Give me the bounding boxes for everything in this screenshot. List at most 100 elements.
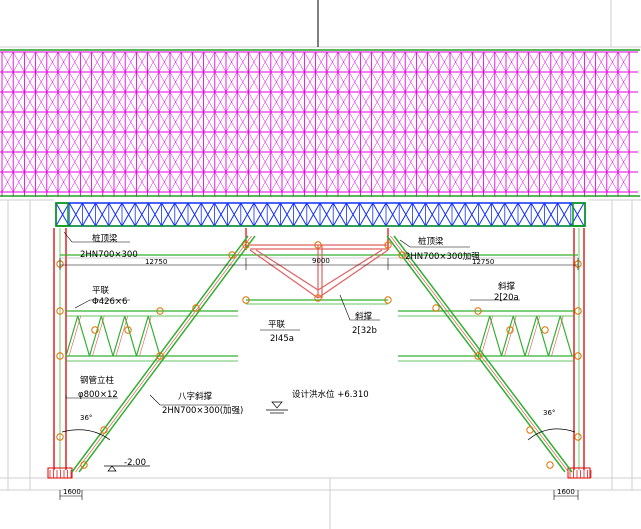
scaffold-diagonal: [236, 111, 249, 133]
scaffold-diagonal: [281, 91, 294, 113]
leader-lines: [63, 231, 520, 406]
truss-diagonal: [359, 202, 374, 227]
scaffold-diagonal: [561, 111, 574, 133]
joint-node: [156, 307, 164, 315]
scaffold-diagonal: [68, 151, 81, 173]
scaffold-diagonal: [57, 131, 70, 153]
flat-brace-lattice-edge: [527, 315, 541, 357]
flat-brace-lattice: [147, 315, 161, 357]
scaffold-diagonal: [248, 151, 260, 173]
scaffold-diagonal: [35, 111, 48, 133]
scaffold-diagonal: [225, 91, 238, 113]
scaffold-diagonal: [539, 71, 552, 93]
scaffold-diagonal: [12, 151, 25, 173]
scaffold-diagonal: [404, 111, 417, 133]
scaffold-diagonal: [483, 111, 496, 133]
scaffold-diagonal: [371, 131, 384, 153]
scaffold-diagonal: [24, 91, 36, 113]
scaffold-diagonal: [24, 171, 36, 193]
flat-brace-lattice-edge: [115, 315, 129, 357]
scaffold-diagonal: [416, 171, 428, 193]
joint-node: [398, 251, 406, 259]
scaffold-diagonal: [617, 131, 630, 153]
scaffold-diagonal: [136, 91, 148, 113]
scaffold-diagonal: [158, 171, 171, 193]
scaffold-diagonal: [180, 91, 193, 113]
truss-diagonal: [477, 202, 493, 227]
scaffold-diagonal: [438, 51, 451, 73]
joint-node: [228, 251, 236, 259]
scaffold-diagonal: [382, 131, 395, 153]
scaffold-diagonal: [472, 71, 484, 93]
scaffold-diagonal: [584, 151, 596, 173]
scaffold-diagonal: [337, 131, 350, 153]
scaffold-diagonal: [584, 91, 596, 113]
scaffold-diagonal: [371, 171, 384, 193]
scaffold-diagonal: [550, 131, 563, 153]
pile-cap-beam-right-title: 桩顶梁: [418, 236, 444, 247]
scaffold-diagonal: [337, 171, 350, 193]
scaffold-diagonal: [35, 71, 48, 93]
scaffold-diagonal: [505, 51, 518, 73]
scaffold-diagonal: [438, 111, 451, 133]
joint-node: [384, 296, 392, 304]
pile-cap-beam-left-spec: 2HN700×300: [80, 250, 138, 260]
scaffold-diagonal: [1, 151, 14, 173]
scaffold-diagonal: [158, 91, 171, 113]
scaffold-diagonal: [550, 111, 563, 133]
scaffold-diagonal: [91, 151, 104, 173]
scaffold-diagonal: [270, 71, 283, 93]
scaffold-diagonal: [348, 151, 361, 173]
scaffold-diagonal: [539, 131, 552, 153]
truss-diagonal: [279, 202, 295, 227]
eight-brace: [393, 235, 573, 473]
scaffold-diagonal: [136, 151, 148, 173]
scaffold-diagonal: [248, 111, 260, 133]
truss-diagonal: [491, 202, 506, 227]
scaffold-diagonal: [225, 171, 238, 193]
scaffold-diagonal: [360, 51, 372, 73]
scaffold-diagonal: [550, 151, 563, 173]
scaffold-diagonal: [472, 91, 484, 113]
scaffold-diagonal: [147, 91, 160, 113]
scaffold-diagonal: [382, 171, 395, 193]
scaffold-diagonal: [236, 151, 249, 173]
joint-node: [91, 326, 99, 334]
scaffold-diagonal: [460, 91, 473, 113]
scaffold-diagonal: [180, 71, 193, 93]
scaffold-diagonal: [584, 171, 596, 193]
scaffold-diagonal: [348, 171, 361, 193]
truss-diagonal: [200, 202, 215, 227]
truss-diagonal: [95, 202, 110, 227]
scaffold-diagonal: [24, 71, 36, 93]
scaffold-diagonal: [427, 91, 440, 113]
scaffold-diagonal: [225, 131, 238, 153]
scaffold-diagonal: [360, 91, 372, 113]
scaffold-diagonal: [528, 91, 540, 113]
scaffold-diagonal: [259, 171, 272, 193]
truss-diagonal: [227, 202, 242, 227]
joint-node: [506, 326, 514, 334]
flat-brace-lattice: [524, 315, 538, 357]
diagonal-right-title: 斜撑: [498, 281, 516, 292]
scaffold-diagonal: [124, 171, 137, 193]
scaffold-diagonal: [270, 111, 283, 133]
scaffold-diagonal: [102, 131, 115, 153]
scaffold-diagonal: [147, 131, 160, 153]
scaffold-diagonal: [348, 51, 361, 73]
scaffold-diagonal: [371, 91, 384, 113]
joint-node: [314, 294, 322, 302]
scaffold-diagonal: [539, 171, 552, 193]
scaffold-diagonal: [236, 51, 249, 73]
joint-node: [546, 461, 554, 469]
scaffold-diagonal: [169, 111, 182, 133]
scaffold-diagonal: [505, 91, 518, 113]
scaffold-diagonal: [136, 111, 148, 133]
scaffold-diagonal: [304, 131, 316, 153]
scaffold-diagonal: [326, 71, 339, 93]
scaffold-diagonal: [595, 91, 608, 113]
scaffold-diagonal: [606, 71, 619, 93]
scaffold-diagonal: [371, 71, 384, 93]
scaffold-diagonal: [348, 131, 361, 153]
scaffold-diagonal: [91, 131, 104, 153]
